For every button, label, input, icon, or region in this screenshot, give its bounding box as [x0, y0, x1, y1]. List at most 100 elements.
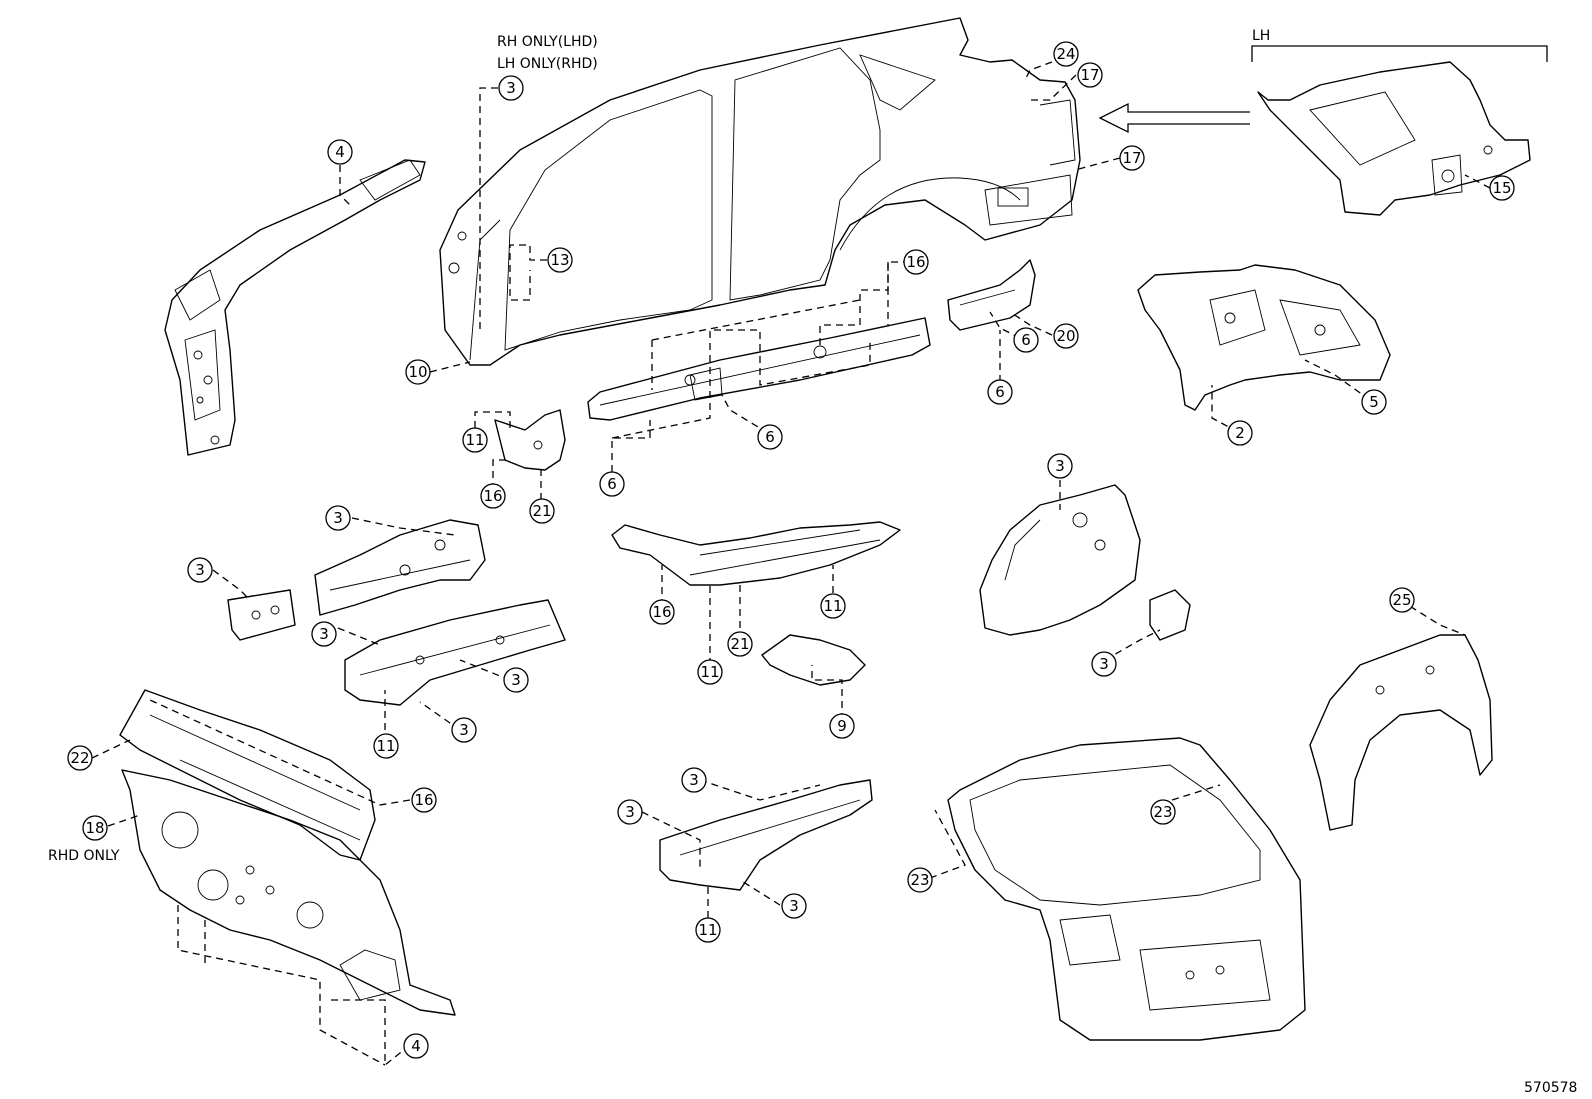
svg-text:5: 5: [1369, 393, 1379, 411]
svg-text:3: 3: [511, 671, 521, 689]
callout-16: 16: [411, 787, 437, 813]
figure-id: 570578: [1524, 1080, 1577, 1096]
callout-22: 22: [67, 745, 93, 771]
svg-text:3: 3: [333, 509, 343, 527]
callout-6: 6: [599, 471, 625, 497]
svg-text:3: 3: [789, 897, 799, 915]
callout-13: 13: [547, 247, 573, 273]
callout-11: 11: [462, 427, 488, 453]
svg-text:9: 9: [837, 717, 847, 735]
svg-text:16: 16: [483, 487, 502, 505]
floor-cross-member: [611, 521, 901, 586]
floor-bracket: [761, 634, 866, 686]
svg-text:10: 10: [408, 363, 427, 381]
callout-15: 15: [1489, 175, 1515, 201]
svg-text:11: 11: [700, 663, 719, 681]
note-lh: LH: [1252, 28, 1270, 44]
svg-text:6: 6: [1021, 331, 1031, 349]
callout-4: 4: [403, 1033, 429, 1059]
svg-text:23: 23: [910, 871, 929, 889]
svg-text:24: 24: [1056, 45, 1075, 63]
callout-11: 11: [373, 733, 399, 759]
svg-text:3: 3: [1055, 457, 1065, 475]
svg-text:23: 23: [1153, 803, 1172, 821]
svg-text:6: 6: [607, 475, 617, 493]
svg-text:3: 3: [506, 79, 516, 97]
callout-3: 3: [1047, 453, 1073, 479]
note-rh-only-lhd: RH ONLY(LHD): [497, 34, 598, 50]
callout-21: 21: [529, 498, 555, 524]
svg-text:22: 22: [70, 749, 89, 767]
callout-2: 2: [1227, 420, 1253, 446]
floor-side-gusset: [494, 409, 566, 471]
svg-text:21: 21: [532, 502, 551, 520]
svg-text:16: 16: [414, 791, 433, 809]
callout-21: 21: [727, 631, 753, 657]
callout-11: 11: [695, 917, 721, 943]
svg-text:15: 15: [1492, 179, 1511, 197]
front-side-plate: [227, 589, 296, 641]
callout-3: 3: [503, 667, 529, 693]
note-lh-only-rhd: LH ONLY(RHD): [497, 56, 598, 72]
svg-text:17: 17: [1122, 149, 1141, 167]
svg-text:2: 2: [1235, 424, 1245, 442]
front-side-member-upper: [314, 519, 486, 616]
callout-16: 16: [649, 599, 675, 625]
callout-11: 11: [820, 593, 846, 619]
callout-3: 3: [617, 799, 643, 825]
callout-23: 23: [907, 867, 933, 893]
svg-text:4: 4: [335, 143, 345, 161]
callout-3: 3: [187, 557, 213, 583]
svg-text:20: 20: [1056, 327, 1075, 345]
callout-17: 17: [1119, 145, 1145, 171]
svg-text:16: 16: [906, 253, 925, 271]
view-arrow: [1098, 102, 1250, 134]
callout-16: 16: [903, 249, 929, 275]
svg-text:18: 18: [85, 819, 104, 837]
callout-11: 11: [697, 659, 723, 685]
sill-rear-bracket: [947, 259, 1036, 331]
svg-text:11: 11: [823, 597, 842, 615]
svg-text:17: 17: [1080, 66, 1099, 84]
front-pillar-roof-rail: [164, 159, 426, 456]
callout-18: 18: [82, 815, 108, 841]
back-door-panel: [947, 737, 1306, 1041]
front-side-member-lower: [344, 599, 566, 706]
callout-3: 3: [681, 767, 707, 793]
svg-text:3: 3: [319, 625, 329, 643]
callout-4: 4: [327, 139, 353, 165]
callout-20: 20: [1053, 323, 1079, 349]
rear-suspension-housing: [979, 484, 1191, 641]
svg-text:21: 21: [730, 635, 749, 653]
lh-quarter-panel: [1257, 61, 1531, 216]
callout-3: 3: [311, 621, 337, 647]
callout-3: 3: [781, 893, 807, 919]
callout-17: 17: [1077, 62, 1103, 88]
svg-text:3: 3: [459, 721, 469, 739]
svg-text:25: 25: [1392, 591, 1411, 609]
svg-text:6: 6: [995, 383, 1005, 401]
cowl-panel: [119, 689, 376, 861]
callout-3: 3: [498, 75, 524, 101]
svg-text:13: 13: [550, 251, 569, 269]
callout-10: 10: [405, 359, 431, 385]
callout-3: 3: [1091, 651, 1117, 677]
svg-text:6: 6: [765, 428, 775, 446]
rear-floor-side-member: [659, 779, 873, 891]
callout-16: 16: [480, 483, 506, 509]
callout-5: 5: [1361, 389, 1387, 415]
callout-25: 25: [1389, 587, 1415, 613]
rear-wheelhouse-inner-panel: [1137, 264, 1391, 411]
svg-text:11: 11: [698, 921, 717, 939]
callout-6: 6: [1013, 327, 1039, 353]
callout-6: 6: [987, 379, 1013, 405]
svg-text:16: 16: [652, 603, 671, 621]
callout-6: 6: [757, 424, 783, 450]
side-sill-panel: [587, 317, 931, 421]
svg-text:4: 4: [411, 1037, 421, 1055]
callout-9: 9: [829, 713, 855, 739]
svg-text:3: 3: [689, 771, 699, 789]
svg-text:3: 3: [195, 561, 205, 579]
rear-wheel-arch-outer: [1309, 634, 1493, 831]
lh-bracket: [1251, 45, 1548, 62]
